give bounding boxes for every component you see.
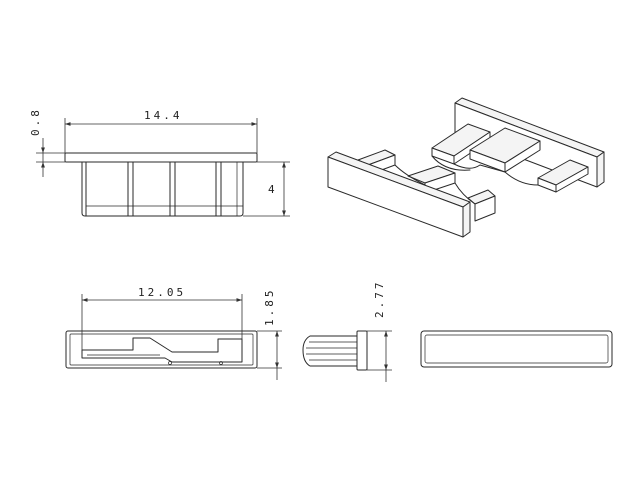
dim-side-height-label: 2.77 — [373, 280, 386, 319]
dim-cap-thickness-label: 0.8 — [29, 107, 42, 136]
dim-top-height: 4 — [243, 161, 290, 217]
side-view: 2.77 — [302, 280, 392, 382]
front-view-ribs — [85, 161, 243, 217]
dim-top-width: 14.4 — [64, 109, 258, 153]
iso-front-cap — [327, 151, 471, 238]
side-view-body — [302, 335, 358, 367]
front-view: 14.4 0.8 4 — [29, 107, 290, 217]
dim-top-width-label: 14.4 — [144, 109, 183, 122]
side-view-cap — [356, 330, 368, 371]
bottom-view-outline — [65, 330, 258, 369]
bottom-view: 12.05 1.85 — [65, 286, 282, 380]
front-view-body — [81, 161, 244, 217]
dim-top-height-label: 4 — [268, 183, 278, 196]
bottom-view-profile — [81, 337, 243, 363]
dim-bottom-width: 12.05 — [81, 286, 243, 350]
dim-side-height: 2.77 — [367, 280, 392, 382]
dim-bottom-width-label: 12.05 — [138, 286, 186, 299]
dim-bottom-height-label: 1.85 — [263, 288, 276, 327]
isometric-view — [327, 97, 605, 238]
front-view-cap — [64, 152, 258, 163]
top-view — [420, 330, 613, 368]
top-view-outline — [420, 330, 613, 368]
dim-cap-thickness: 0.8 — [29, 107, 65, 177]
iso-rear-prongs — [431, 123, 589, 193]
dim-bottom-height: 1.85 — [257, 288, 282, 380]
